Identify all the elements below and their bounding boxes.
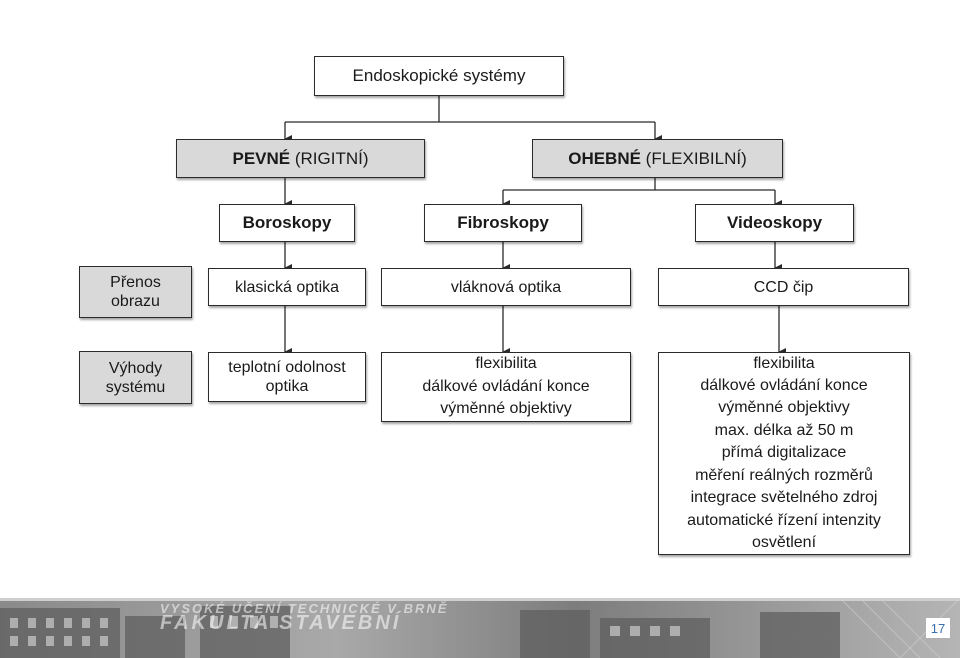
type-videoscopes: Videoskopy <box>695 204 854 242</box>
footer-banner-line1: VYSOKÉ UČENÍ TECHNICKÉ V BRNĚ <box>160 601 449 616</box>
footer-banner: VYSOKÉ UČENÍ TECHNICKÉ V BRNĚ FAKULTA ST… <box>0 598 960 658</box>
branch-flexible-label: OHEBNÉ (FLEXIBILNÍ) <box>568 148 747 168</box>
advantages-videoscopes-line4: max. délka až 50 m <box>714 421 854 439</box>
advantages-fibroscopes-line3: výměnné objektivy <box>440 400 572 418</box>
advantages-videoscopes-line2: dálkové ovládání konce <box>700 377 868 395</box>
transfer-fibroscopes: vláknová optika <box>381 268 631 306</box>
transfer-fibroscopes-text: vláknová optika <box>450 278 562 296</box>
advantages-videoscopes: flexibilita dálkové ovládání konce výměn… <box>658 352 910 555</box>
row-label-advantages-line1: Výhody <box>108 359 163 377</box>
advantages-boroscopes-line1: teplotní odolnost <box>228 359 346 376</box>
type-boroscopes: Boroskopy <box>219 204 355 242</box>
footer-banner-line2: FAKULTA STAVEBNÍ <box>160 612 402 634</box>
transfer-videoscopes: CCD čip <box>658 268 909 306</box>
type-videoscopes-label: Videoskopy <box>726 213 823 232</box>
advantages-videoscopes-line3: výměnné objektivy <box>718 399 850 417</box>
transfer-boroscopes: klasická optika <box>208 268 366 306</box>
footer-buildings-image <box>0 598 960 658</box>
connector-lines <box>284 95 786 356</box>
transfer-boroscopes-text: klasická optika <box>234 278 340 296</box>
advantages-videoscopes-line8: automatické řízení intenzity <box>687 511 881 529</box>
advantages-boroscopes: teplotní odolnost optika <box>208 352 366 402</box>
row-label-transfer-line2: obrazu <box>111 293 160 310</box>
advantages-fibroscopes-line1: flexibilita <box>475 355 537 373</box>
row-label-transfer-line1: Přenos <box>110 274 161 291</box>
row-label-advantages-line2: systému <box>105 378 166 396</box>
page-number: 17 <box>926 618 950 638</box>
advantages-videoscopes-line6: měření reálných rozměrů <box>695 466 873 484</box>
branch-rigid-label: PEVNÉ (RIGITNÍ) <box>232 148 369 168</box>
advantages-fibroscopes-line2: dálkové ovládání konce <box>422 377 590 395</box>
row-label-advantages: Výhody systému <box>79 351 192 404</box>
root-node: Endoskopické systémy <box>314 56 564 96</box>
type-fibroscopes-label: Fibroskopy <box>457 213 549 232</box>
root-label: Endoskopické systémy <box>352 66 526 85</box>
advantages-videoscopes-line7: integrace světelného zdroj <box>690 489 878 507</box>
branch-flexible: OHEBNÉ (FLEXIBILNÍ) <box>532 139 783 178</box>
advantages-boroscopes-line2: optika <box>265 378 309 395</box>
type-fibroscopes: Fibroskopy <box>424 204 582 242</box>
transfer-videoscopes-text: CCD čip <box>753 278 814 296</box>
advantages-fibroscopes: flexibilita dálkové ovládání konce výměn… <box>381 352 631 422</box>
advantages-videoscopes-line9: osvětlení <box>751 533 817 551</box>
type-boroscopes-label: Boroskopy <box>242 213 332 232</box>
advantages-videoscopes-line5: přímá digitalizace <box>721 444 847 462</box>
advantages-videoscopes-line1: flexibilita <box>753 354 815 372</box>
row-label-transfer: Přenos obrazu <box>79 266 192 318</box>
branch-rigid: PEVNÉ (RIGITNÍ) <box>176 139 425 178</box>
